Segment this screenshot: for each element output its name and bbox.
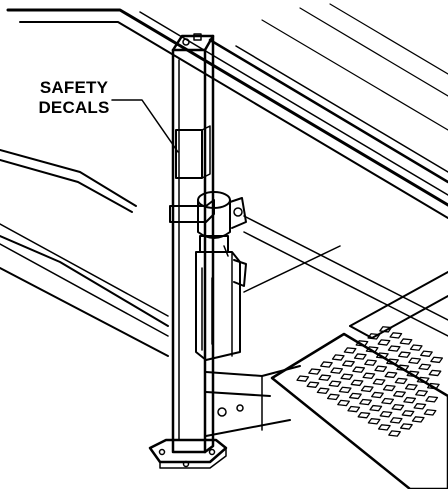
ramp-slot bbox=[330, 367, 344, 374]
ramp-slot bbox=[350, 379, 364, 387]
safety-decals-callout: SAFETY DECALS bbox=[14, 78, 134, 118]
approach-ramp bbox=[270, 326, 448, 489]
ramp-slot bbox=[406, 370, 420, 378]
ramp-slot bbox=[393, 390, 406, 398]
ramp-slot bbox=[425, 395, 439, 403]
ramp-slot bbox=[404, 383, 418, 391]
power-unit bbox=[195, 191, 247, 361]
ramp-slot bbox=[342, 360, 355, 367]
ramp-slot bbox=[389, 417, 403, 424]
ramp-slot bbox=[318, 374, 332, 381]
ramp-slot bbox=[415, 389, 428, 397]
ramp-slot bbox=[397, 351, 411, 358]
ramp-slot bbox=[326, 393, 340, 401]
callout-line-2: DECALS bbox=[38, 98, 110, 117]
right-runway bbox=[243, 215, 448, 339]
ramp-slot bbox=[389, 332, 403, 339]
ramp-slot bbox=[306, 381, 320, 388]
ramp-slot bbox=[409, 344, 423, 351]
ramp-slot bbox=[367, 333, 381, 340]
ramp-slot bbox=[401, 410, 415, 417]
ramp-slot bbox=[399, 338, 413, 345]
ramp-slot bbox=[357, 411, 371, 419]
ramp-slot bbox=[394, 377, 408, 385]
ramp-slot bbox=[365, 346, 379, 353]
ramp-slot bbox=[316, 387, 330, 395]
ramp-slot bbox=[360, 385, 374, 393]
ramp-slot bbox=[423, 409, 437, 416]
ramp-slot bbox=[381, 397, 395, 405]
ramp-slot bbox=[428, 369, 442, 377]
ramp-slot bbox=[348, 392, 362, 400]
ramp-slot bbox=[369, 404, 383, 412]
ramp-slot bbox=[379, 326, 393, 333]
callout-line-1: SAFETY bbox=[39, 78, 109, 97]
ramp-slot bbox=[347, 405, 361, 413]
ramp-slot bbox=[403, 396, 417, 404]
ramp-slot bbox=[382, 384, 396, 392]
ramp-slot bbox=[384, 371, 398, 379]
ramp-slot bbox=[352, 366, 366, 373]
ramp-slot bbox=[408, 357, 421, 365]
ramp-slot bbox=[399, 423, 413, 430]
ramp-slot bbox=[375, 352, 389, 359]
base-beam bbox=[205, 365, 301, 437]
ramp-slot bbox=[377, 424, 391, 431]
ramp-slot bbox=[387, 345, 401, 352]
ramp-slot bbox=[362, 372, 376, 380]
ramp-slot bbox=[331, 354, 345, 361]
ramp-slot bbox=[430, 356, 444, 364]
ramp-slot bbox=[374, 365, 388, 372]
ramp-slots bbox=[296, 326, 444, 437]
ramp-slot bbox=[418, 363, 432, 371]
ramp-slot bbox=[359, 398, 372, 406]
ramp-slot bbox=[320, 361, 333, 368]
ramp-slot bbox=[367, 418, 381, 425]
ramp-slot bbox=[364, 359, 377, 366]
safety-decal-panel bbox=[175, 129, 203, 179]
upper-runway bbox=[6, 3, 448, 219]
ramp-slot bbox=[340, 373, 354, 380]
ramp-slot bbox=[413, 403, 427, 410]
ramp-slot bbox=[343, 347, 357, 354]
ramp-slot bbox=[426, 382, 440, 390]
callout-leader-line bbox=[111, 99, 179, 153]
ramp-slot bbox=[377, 339, 391, 346]
ramp-slot bbox=[420, 350, 433, 357]
ramp-slot bbox=[328, 380, 342, 388]
ramp-slot bbox=[396, 364, 410, 372]
ramp-slot bbox=[338, 386, 352, 394]
ramp-slot bbox=[391, 403, 405, 411]
ramp-slot bbox=[353, 353, 367, 360]
ramp-slot bbox=[355, 340, 369, 347]
ramp-slot bbox=[296, 375, 310, 382]
ramp-slot bbox=[411, 416, 425, 423]
ramp-slot bbox=[371, 391, 384, 399]
ramp-slot bbox=[337, 399, 350, 407]
ramp-slot bbox=[308, 368, 321, 375]
ramp-slot bbox=[379, 411, 393, 418]
ramp-slot bbox=[372, 378, 386, 386]
ramp-slot bbox=[388, 430, 401, 437]
ramp-slot bbox=[386, 358, 399, 365]
cross-beam bbox=[0, 149, 169, 357]
ramp-slot bbox=[416, 376, 430, 384]
